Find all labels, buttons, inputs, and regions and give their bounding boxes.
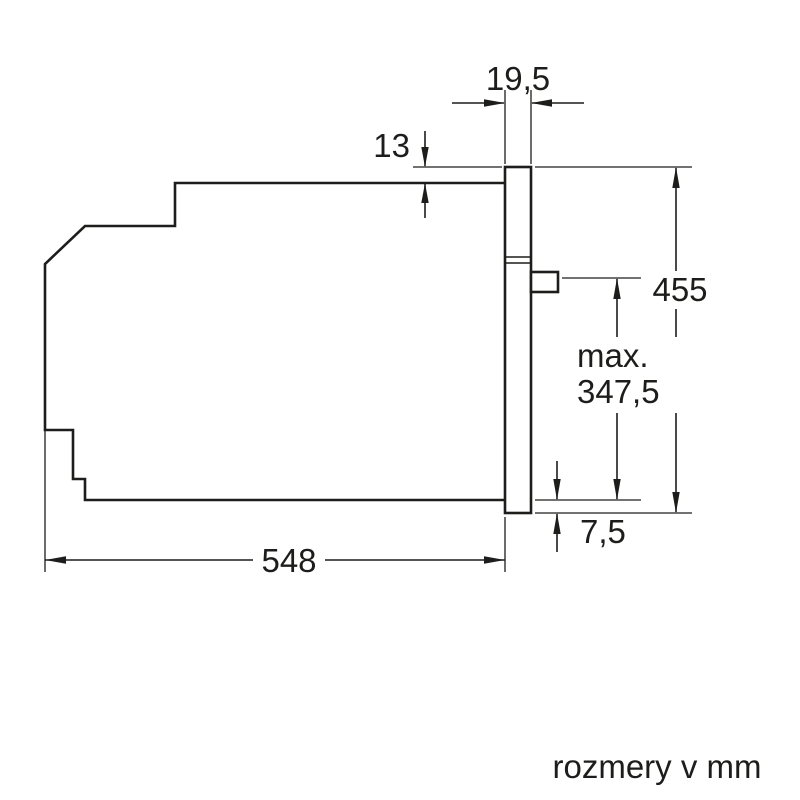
dim-label-appliance-depth: 548 [261,542,316,579]
extension-lines [44,90,692,572]
arrowhead-right-icon [484,99,505,107]
dim-label-top-overhang: 13 [373,127,410,164]
label-background [645,271,715,309]
dimension-fascia-depth: 19,5 [452,60,584,107]
dim-label-fascia-depth: 19,5 [486,60,550,97]
arrowhead-up-icon [613,278,621,299]
dim-label-max-prefix: max. [577,337,649,374]
arrowhead-down-icon [613,479,621,500]
appliance-fascia [503,165,533,515]
arrowhead-right-icon [484,556,505,564]
arrowhead-down-icon [672,492,680,513]
units-caption: rozmery v mm [553,748,762,785]
appliance-body-outline [43,181,508,502]
label-background [253,542,325,579]
dim-label-bottom-overhang: 7,5 [580,513,626,550]
arrowhead-up-icon [553,513,561,534]
dimension-max-height: max. 347,5 [570,278,706,500]
dimension-top-overhang: 13 [373,127,429,218]
arrowhead-down-icon [421,147,429,167]
arrowhead-down-icon [553,479,561,500]
dimension-appliance-height: 455 [645,167,715,513]
arrowhead-up-icon [672,167,680,188]
dimension-bottom-overhang: 7,5 [553,461,626,552]
appliance [43,165,560,515]
arrowhead-left-icon [45,556,66,564]
dim-label-max-value: 347,5 [577,373,660,410]
dim-label-appliance-height: 455 [652,271,707,308]
arrowhead-left-icon [531,99,552,107]
label-background [570,337,706,413]
arrowhead-up-icon [421,183,429,203]
control-knob [529,270,560,294]
dimension-appliance-depth: 548 [45,542,505,579]
